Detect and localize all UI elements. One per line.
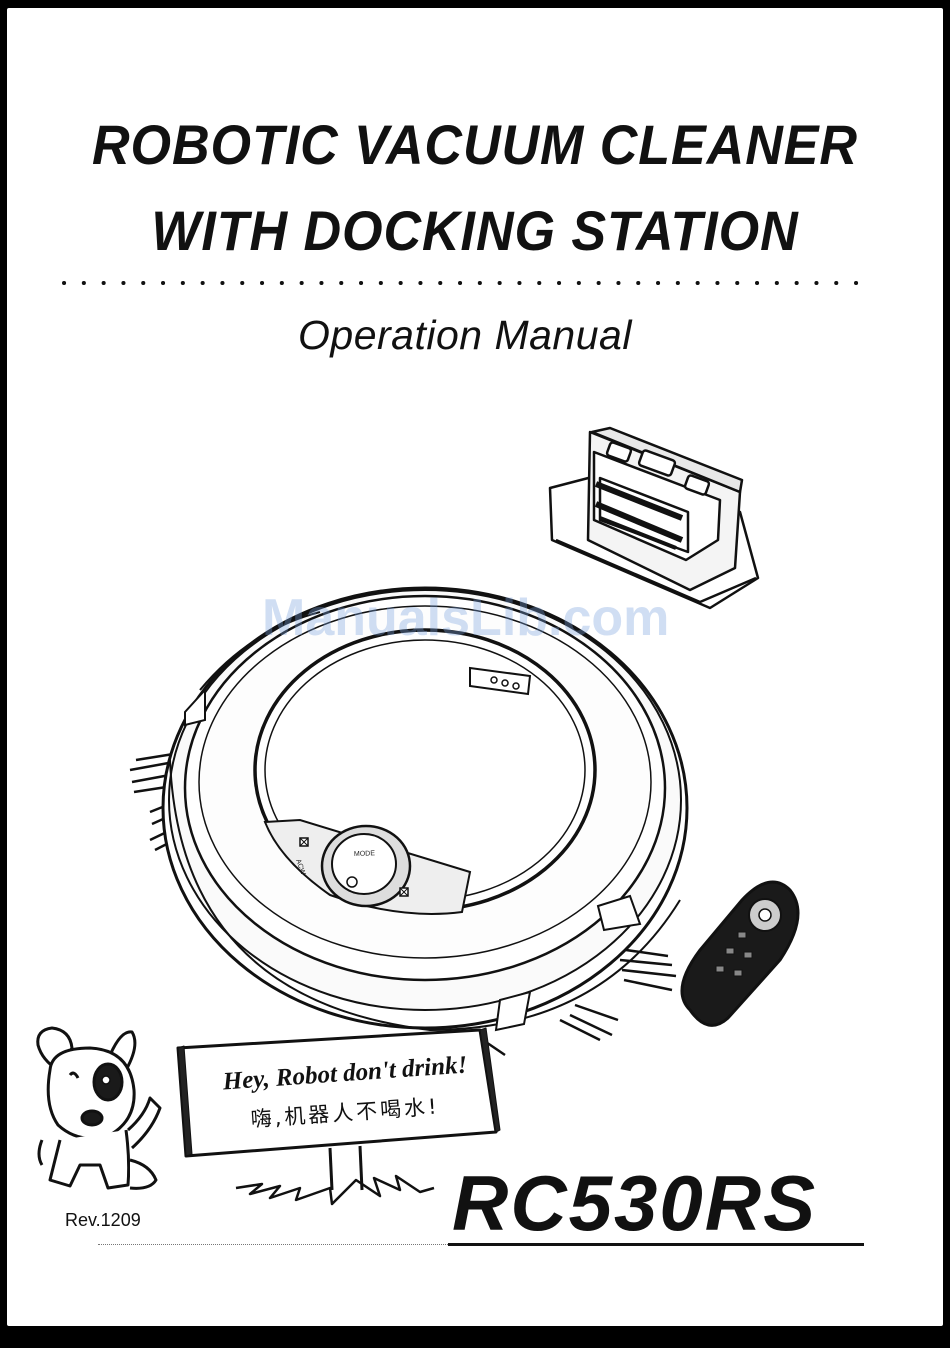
robot-vacuum-icon — [130, 588, 687, 1062]
bottom-dotted-rule — [98, 1244, 448, 1246]
revision-label: Rev.1209 — [65, 1210, 141, 1231]
cartoon-dog-icon — [38, 1028, 160, 1188]
model-number: RC530RS — [452, 1158, 817, 1249]
docking-station-icon — [550, 428, 758, 608]
watermark: ManualsLib.com — [262, 588, 669, 648]
remote-control-icon — [682, 882, 798, 1025]
robot-mode-label: MODE — [354, 850, 376, 858]
model-underline — [448, 1243, 864, 1246]
